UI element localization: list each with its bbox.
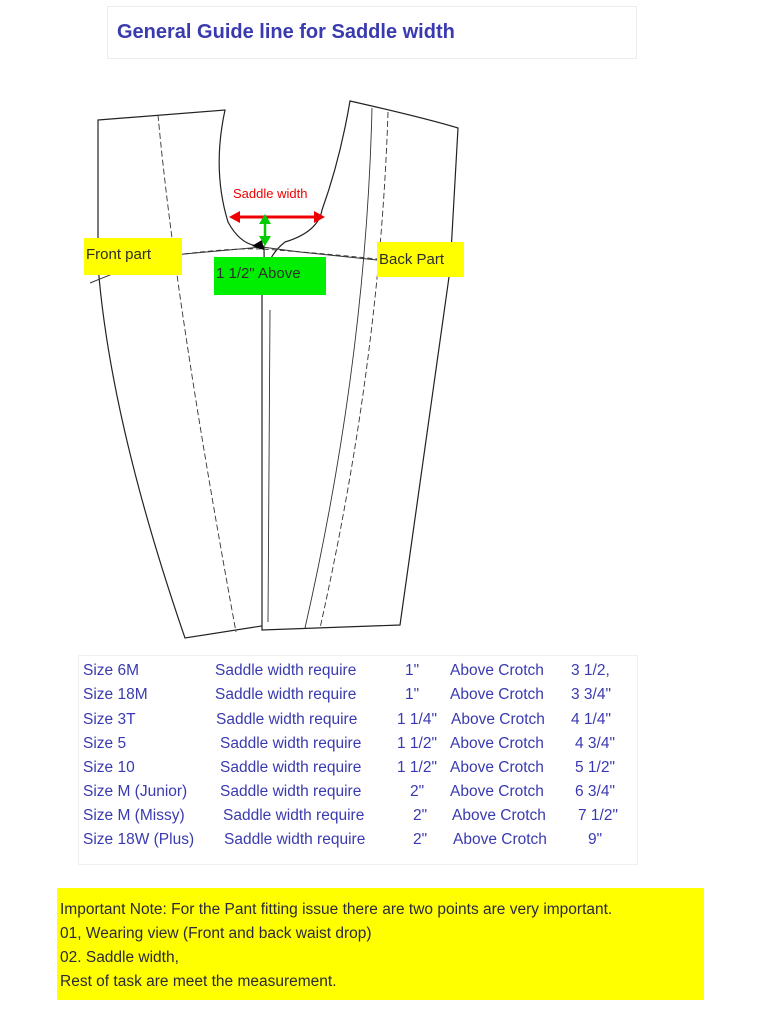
crotch-cell: 3 1/2, [571,662,610,679]
size-row: Size 10 Saddle width require 1 1/2" Abov… [79,755,637,779]
require-cell: Saddle width require [223,807,365,824]
page-title: General Guide line for Saddle width [117,21,455,43]
crotch-cell: 7 1/2" [578,807,618,824]
width-cell: 1" [405,686,420,703]
size-cell: Size 3T [83,711,136,728]
saddle-arrow-head-left [229,211,240,223]
above-cell: Above Crotch [450,735,544,752]
size-row: Size 3T Saddle width require 1 1/4" Abov… [79,707,637,731]
size-cell: Size 18W (Plus) [83,831,195,848]
note-line: 01, Wearing view (Front and back waist d… [60,925,372,942]
width-cell: 1 1/2" [397,735,437,752]
above-cell: Above Crotch [450,662,544,679]
size-cell: Size 18M [83,686,148,703]
above-cell: Above Crotch [452,807,546,824]
crotch-cell: 3 3/4" [571,686,611,703]
note-line: 02. Saddle width, [60,949,179,966]
require-cell: Saddle width require [220,783,362,800]
size-row: Size M (Missy) Saddle width require 2" A… [79,803,637,827]
height-arrow-head-bottom [259,236,271,246]
size-row: Size M (Junior) Saddle width require 2" … [79,779,637,803]
above-cell: Above Crotch [453,831,547,848]
important-note: Important Note: For the Pant fitting iss… [57,888,704,1000]
require-cell: Saddle width require [220,735,362,752]
width-cell: 1" [405,662,420,679]
front-seam-line [157,114,237,633]
above-cell: Above Crotch [450,783,544,800]
pant-pattern-diagram [89,100,459,639]
size-row: Size 18W (Plus) Saddle width require 2" … [79,827,637,851]
size-cell: Size 10 [83,759,135,776]
front-inner-line [267,309,271,623]
back-part-label: Back Part [377,242,464,277]
crotch-cell: 9" [588,831,603,848]
above-cell: Above Crotch [450,686,544,703]
back-seam-line [319,111,389,629]
height-arrow-head-top [259,214,271,224]
size-table: Size 6M Saddle width require 1" Above Cr… [78,655,638,865]
crotch-dashed [183,248,378,260]
require-cell: Saddle width require [216,711,358,728]
above-cell: Above Crotch [451,711,545,728]
above-cell: Above Crotch [450,759,544,776]
width-cell: 2" [413,807,428,824]
require-cell: Saddle width require [215,662,357,679]
crotch-point-marker [252,240,264,250]
back-inner-line [304,107,373,629]
above-label: 1 1/2" Above [214,257,326,295]
size-row: Size 6M Saddle width require 1" Above Cr… [79,658,637,682]
crotch-cell: 4 3/4" [575,735,615,752]
width-cell: 2" [410,783,425,800]
crotch-cell: 4 1/4" [571,711,611,728]
width-cell: 1 1/2" [397,759,437,776]
crotch-cell: 5 1/2" [575,759,615,776]
size-cell: Size M (Junior) [83,783,188,800]
saddle-width-label: Saddle width [233,186,308,201]
front-part-label: Front part [84,238,182,275]
note-line: Important Note: For the Pant fitting iss… [60,901,613,918]
size-row: Size 18M Saddle width require 1" Above C… [79,682,637,706]
size-cell: Size 5 [83,735,127,752]
width-cell: 2" [413,831,428,848]
require-cell: Saddle width require [215,686,357,703]
size-cell: Size M (Missy) [83,807,185,824]
crotch-cell: 6 3/4" [575,783,615,800]
require-cell: Saddle width require [224,831,366,848]
require-cell: Saddle width require [220,759,362,776]
note-line: Rest of task are meet the measurement. [60,973,337,990]
size-cell: Size 6M [83,662,139,679]
title-box: General Guide line for Saddle width [107,6,637,59]
back-pant-piece [261,100,459,631]
size-row: Size 5 Saddle width require 1 1/2" Above… [79,731,637,755]
saddle-arrow-head-right [314,211,325,223]
width-cell: 1 1/4" [397,711,437,728]
